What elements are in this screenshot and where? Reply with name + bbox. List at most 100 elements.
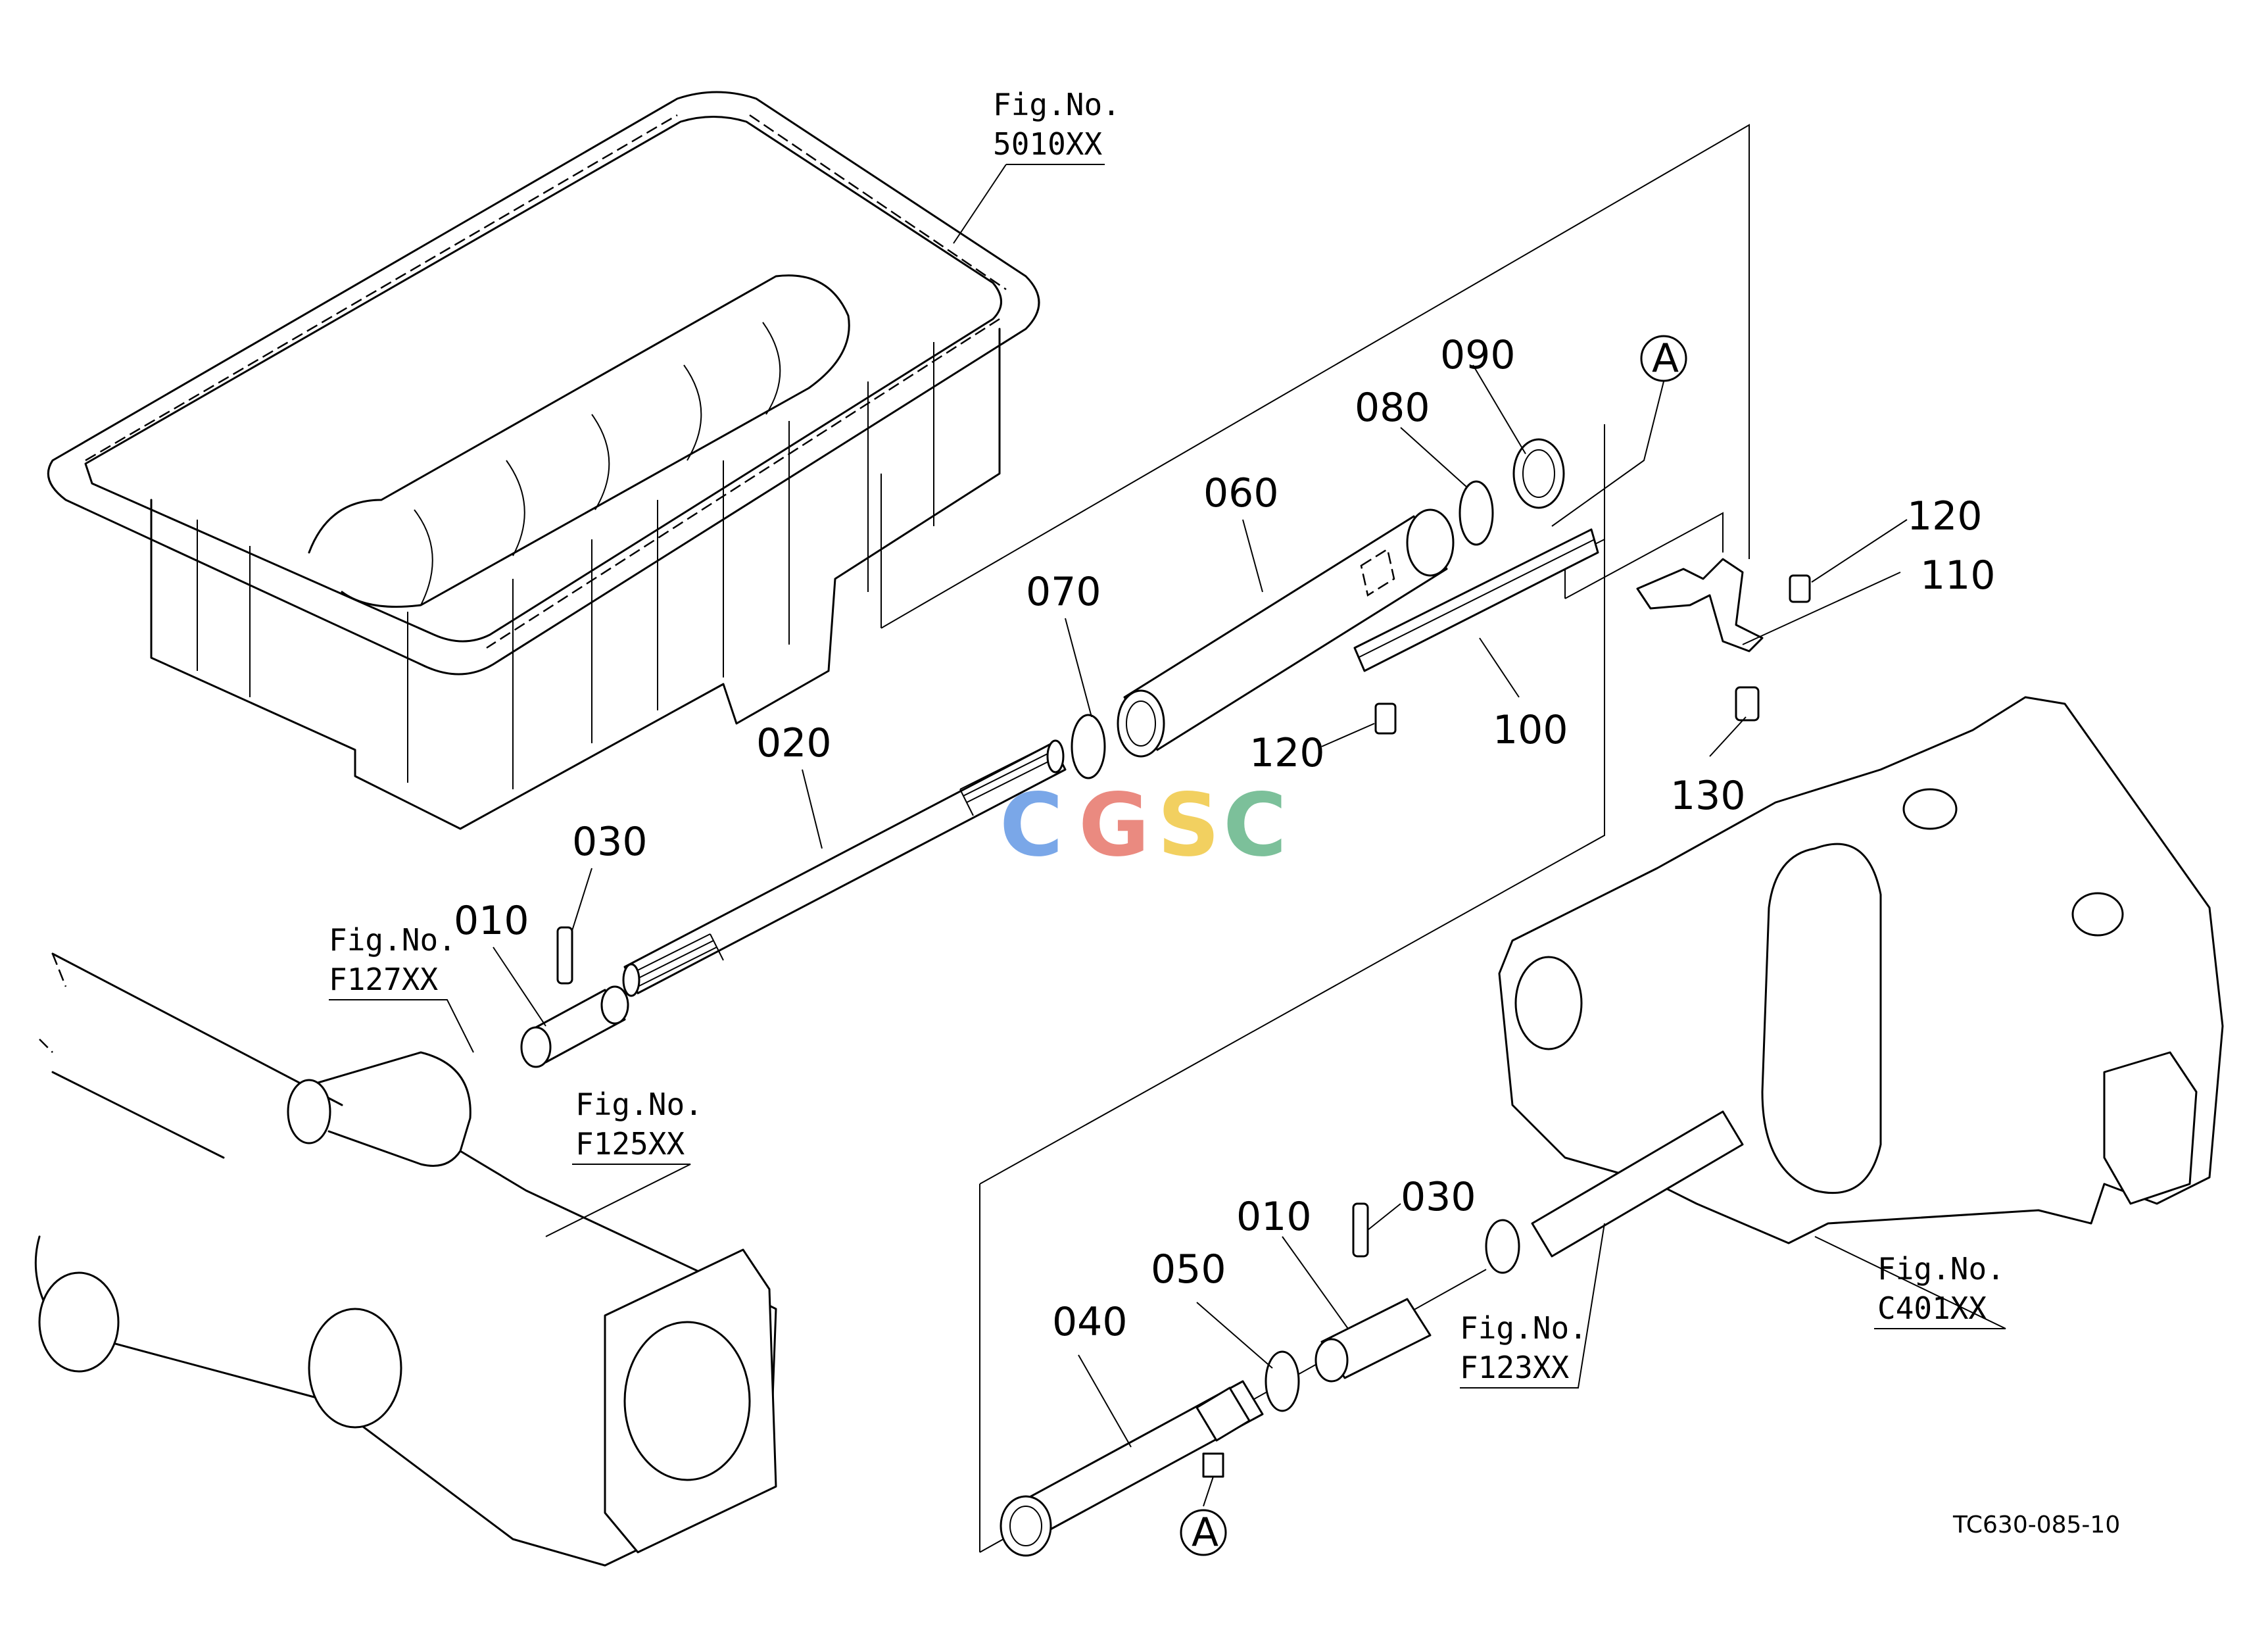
oil-pan-bolt-holes [85,114,1007,649]
leader-lines [329,164,2006,1507]
fig-ref-5010: Fig.No. 5010XX [993,87,1121,162]
part-120-bolt-top [1789,574,1811,603]
ref-marker-top-circle [1640,335,1687,382]
part-130-bolt [1735,686,1760,722]
left-housing-bore [623,1321,751,1481]
pipe-bore-left [1126,701,1156,747]
transmission-spline-shaft [1514,956,1583,1050]
part-labels: 010 020 030 060 070 080 090 100 110 120 … [454,332,1996,1345]
oil-pan-flange [47,91,1040,676]
part-110-bracket [1636,558,1764,652]
leader-080 [1400,427,1467,487]
pipe-end-left [1117,689,1165,758]
label-060: 060 [1203,470,1279,516]
leader-010-right [1282,1236,1349,1329]
watermark-logo: C G S C [1000,775,1287,876]
diagram-code: TC630-085-10 [1952,1512,2120,1538]
ref-marker-bottom-label: A [1192,1510,1218,1556]
leader-090 [1472,364,1526,455]
leader-120-top [1811,519,1908,583]
leader-5010 [953,164,1105,244]
ref-marker-top: A [1640,335,1687,382]
transmission-plug-top [2071,892,2124,937]
fig-ref-c401-line2: C401XX [1877,1291,1987,1326]
part-070-o-ring [1071,714,1106,779]
oil-pan-body [150,328,1001,830]
shaft-end-right [1046,739,1065,774]
transmission-flange-face [1761,843,1882,1194]
pipe-lower-bore [1009,1506,1042,1546]
label-110: 110 [1920,553,1996,599]
oil-pan-flange-inner [84,116,1002,643]
seal-outer [1512,438,1565,509]
leader-123 [1460,1223,1605,1389]
coupling-right-bore [1315,1338,1349,1383]
fig-ref-125-line1: Fig.No. [575,1087,703,1122]
transmission-outline [1498,696,2224,1244]
left-housing-cylinder [308,1051,471,1167]
fig-ref-125-line2: F125XX [575,1126,685,1162]
fig-ref-c401: Fig.No. C401XX [1877,1251,2005,1326]
fig-ref-127: Fig.No. F127XX [329,922,456,997]
bolt-top [1789,574,1811,603]
bolt-mid [1374,702,1397,735]
leader-130 [1709,716,1747,757]
leader-070 [1065,618,1092,718]
leader-030-right [1367,1203,1401,1231]
leader-010-left [493,946,546,1027]
leader-110 [1742,572,1901,645]
leader-020 [802,769,823,849]
fig-ref-5010-line1: Fig.No. [993,87,1121,122]
leader-120-mid [1321,723,1375,747]
label-010-right: 010 [1236,1194,1312,1240]
part-080-o-ring [1459,480,1494,546]
part-030-pin-left [556,926,573,985]
part-100-rail [1353,528,1599,672]
fig-ref-123-line2: F123XX [1460,1350,1569,1385]
transmission-boss [1902,788,1958,830]
shaft-splines-left [631,933,724,987]
fig-ref-c401-line1: Fig.No. [1877,1251,2005,1287]
fig-ref-127-line2: F127XX [329,962,438,997]
leader-100 [1479,637,1520,698]
rail-edge [1357,539,1595,658]
watermark-letter-4: C [1223,775,1287,876]
label-070: 070 [1026,569,1101,615]
circlip-right [1485,1219,1520,1274]
pipe-end-right [1406,508,1455,577]
leader-060 [1242,519,1263,593]
pin-right [1352,1202,1369,1258]
left-housing [34,952,777,1567]
leader-050 [1196,1302,1273,1369]
part-040-pipe [1000,1380,1264,1557]
part-010-coupling-left [520,985,629,1068]
part-010-coupling-right [1315,1298,1432,1383]
transmission-valve [2103,1051,2198,1205]
leader-127 [329,999,474,1053]
leader-c401 [1814,1236,2006,1329]
watermark-letter-2: G [1078,775,1149,876]
part-120-bolt-mid [1374,702,1397,735]
bolt-lower [1735,686,1760,722]
bracket-body [1636,558,1764,652]
label-050: 050 [1151,1246,1226,1292]
fig-ref-123-line1: Fig.No. [1460,1310,1587,1346]
label-130: 130 [1670,773,1746,819]
label-120-top: 120 [1907,493,1983,539]
label-030-right: 030 [1401,1174,1476,1220]
label-030-left: 030 [572,819,648,865]
part-030-pin-right [1352,1202,1369,1258]
rail-body [1353,528,1599,672]
leader-A-bottom [1203,1476,1214,1507]
coupling-left-bore [520,1026,552,1068]
label-010-left: 010 [454,898,529,944]
label-020: 020 [756,720,832,766]
oil-pan-ribs [197,342,934,789]
oil-pan-crank-tunnel [308,274,850,608]
coupling-left-end [600,985,629,1025]
label-100: 100 [1493,707,1568,753]
ref-marker-bottom: A [1180,1509,1227,1556]
label-080: 080 [1355,385,1430,431]
pipe-clip-hidden [1360,548,1395,597]
left-housing-port [308,1308,402,1429]
